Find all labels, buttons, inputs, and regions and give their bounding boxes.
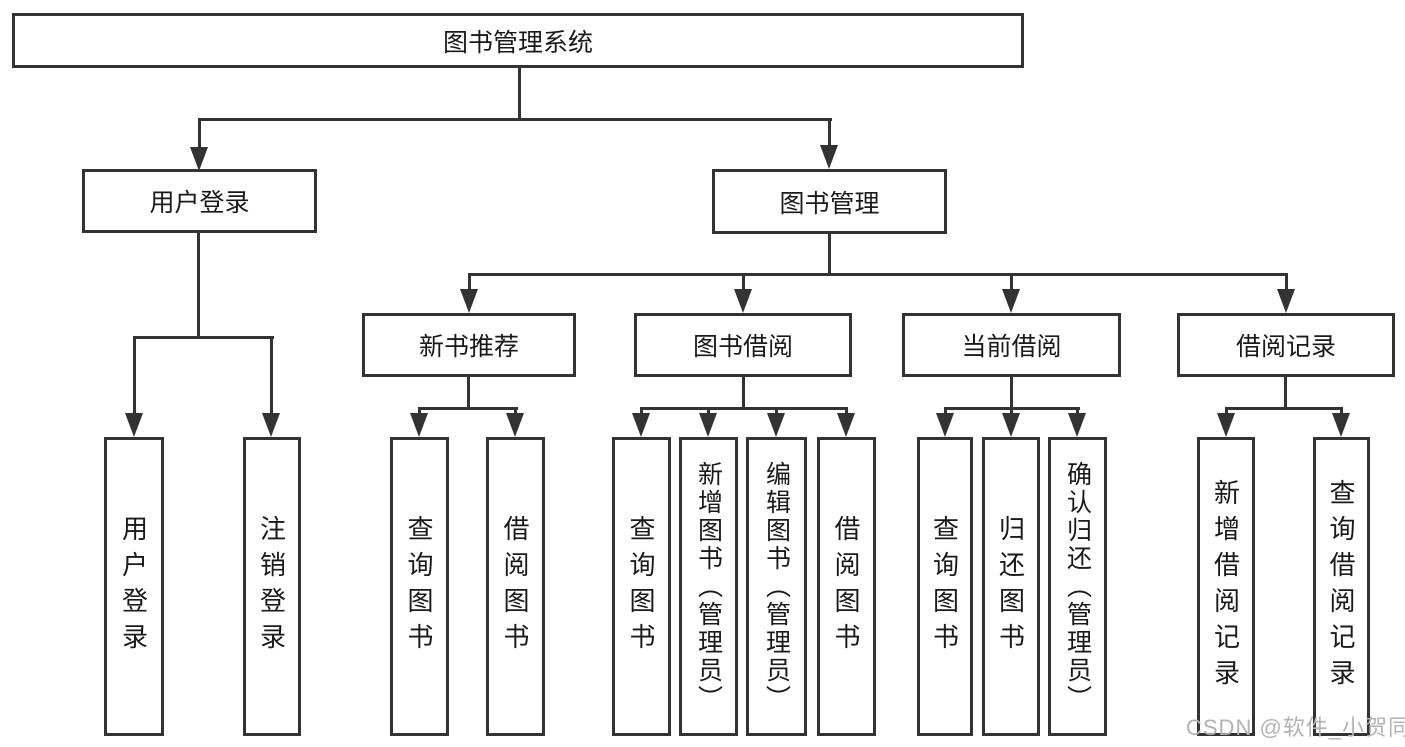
leaf-borrow-borrow-books: 借阅图书 <box>817 437 876 736</box>
arrowhead-down-icon <box>1332 413 1350 437</box>
arrowhead-down-icon <box>1002 413 1020 437</box>
leaf-borrow-edit-books-admin-label: 编辑图书（管理员） <box>762 460 791 713</box>
edge-drop-user-login <box>198 118 201 154</box>
arrowhead-down-icon <box>410 413 428 437</box>
edge-book-borrow-rail <box>640 407 848 410</box>
node-user-login-label: 用户登录 <box>149 189 250 217</box>
edge-user-login-stem <box>197 233 200 338</box>
node-library-system: 图书管理系统 <box>12 13 1024 68</box>
edge-user-login-rail <box>133 336 274 339</box>
arrowhead-down-icon <box>632 413 650 437</box>
node-user-login: 用户登录 <box>82 169 317 233</box>
leaf-logout-login-label: 注销登录 <box>256 514 287 659</box>
arrowhead-down-icon <box>262 413 280 437</box>
edge-drop-leaf <box>133 336 136 416</box>
arrowhead-down-icon <box>1002 289 1020 313</box>
leaf-current-confirm-return-admin: 确认归还（管理员） <box>1048 437 1107 736</box>
leaf-borrow-add-books-admin-label: 新增图书（管理员） <box>694 460 723 713</box>
leaf-record-add-borrow-record-label: 新增借阅记录 <box>1210 478 1241 695</box>
node-book-borrowing: 图书借阅 <box>634 313 852 377</box>
edge-drop-leaf <box>1340 407 1343 417</box>
leaf-current-return-books: 归还图书 <box>982 437 1040 736</box>
node-new-book-recommendation: 新书推荐 <box>362 313 576 377</box>
leaf-user-login-label: 用户登录 <box>118 514 149 659</box>
edge-drop-borrow-record <box>1285 273 1288 293</box>
edge-drop-leaf <box>514 407 517 417</box>
edge-drop-current-borrow <box>1010 273 1013 293</box>
arrowhead-down-icon <box>1277 289 1295 313</box>
edge-new-book-stem <box>467 377 470 409</box>
leaf-newbook-borrow-books: 借阅图书 <box>486 437 545 736</box>
leaf-record-add-borrow-record: 新增借阅记录 <box>1197 437 1255 736</box>
arrowhead-down-icon <box>837 413 855 437</box>
leaf-logout-login: 注销登录 <box>243 437 301 736</box>
leaf-borrow-query-books: 查询图书 <box>612 437 671 736</box>
edge-drop-leaf <box>944 407 947 417</box>
arrowhead-down-icon <box>506 413 524 437</box>
node-current-borrowing-label: 当前借阅 <box>961 333 1062 361</box>
leaf-borrow-query-books-label: 查询图书 <box>626 514 656 659</box>
node-book-borrowing-label: 图书借阅 <box>692 333 793 361</box>
edge-drop-leaf <box>775 407 778 417</box>
edge-drop-book-borrow <box>742 273 745 293</box>
leaf-record-query-borrow-record: 查询借阅记录 <box>1313 437 1370 736</box>
edge-new-book-rail <box>418 407 518 410</box>
node-borrowing-records-label: 借阅记录 <box>1235 333 1336 361</box>
leaf-user-login: 用户登录 <box>104 437 164 736</box>
edge-book-borrow-stem <box>742 377 745 409</box>
leaf-newbook-query-books: 查询图书 <box>390 437 449 736</box>
edge-drop-leaf <box>418 407 421 417</box>
node-current-borrowing: 当前借阅 <box>902 313 1121 377</box>
edge-borrow-record-rail <box>1225 407 1342 410</box>
edge-drop-leaf <box>707 407 710 417</box>
edge-drop-book-management <box>828 118 831 152</box>
leaf-current-query-books: 查询图书 <box>917 437 973 736</box>
arrowhead-down-icon <box>125 413 143 437</box>
node-book-management: 图书管理 <box>712 169 947 234</box>
edge-book-management-stem <box>828 234 831 275</box>
arrowhead-down-icon <box>1217 413 1235 437</box>
arrowhead-down-icon <box>734 289 752 313</box>
edge-borrow-record-stem <box>1284 377 1287 409</box>
edge-drop-leaf <box>270 336 273 416</box>
leaf-borrow-edit-books-admin: 编辑图书（管理员） <box>746 437 807 736</box>
leaf-borrow-borrow-books-label: 借阅图书 <box>831 514 861 659</box>
leaf-current-confirm-return-admin-label: 确认归还（管理员） <box>1063 460 1092 713</box>
arrowhead-down-icon <box>190 147 208 171</box>
csdn-watermark: CSDN @软件_小贺同学 <box>1186 715 1405 740</box>
edge-root-stem <box>518 68 521 120</box>
node-borrowing-records: 借阅记录 <box>1177 313 1395 377</box>
edge-current-borrow-stem <box>1010 377 1013 409</box>
leaf-record-query-borrow-record-label: 查询借阅记录 <box>1326 478 1356 695</box>
node-library-system-label: 图书管理系统 <box>442 28 593 57</box>
leaf-borrow-add-books-admin: 新增图书（管理员） <box>679 437 738 736</box>
leaf-current-query-books-label: 查询图书 <box>929 514 960 659</box>
edge-drop-leaf <box>1010 407 1013 417</box>
leaf-newbook-borrow-books-label: 借阅图书 <box>500 514 530 659</box>
edge-drop-leaf <box>1225 407 1228 417</box>
arrowhead-down-icon <box>460 289 478 313</box>
arrowhead-down-icon <box>699 413 717 437</box>
arrowhead-down-icon <box>1068 413 1086 437</box>
edge-book-management-rail <box>468 273 1287 276</box>
arrowhead-down-icon <box>936 413 954 437</box>
arrowhead-down-icon <box>820 145 838 169</box>
arrowhead-down-icon <box>767 413 785 437</box>
node-book-management-label: 图书管理 <box>779 189 880 218</box>
edge-drop-new-book <box>468 273 471 293</box>
edge-drop-leaf <box>845 407 848 417</box>
edge-drop-leaf <box>640 407 643 417</box>
edge-root-rail <box>198 118 832 121</box>
edge-drop-leaf <box>1076 407 1079 417</box>
leaf-current-return-books-label: 归还图书 <box>995 514 1026 659</box>
leaf-newbook-query-books-label: 查询图书 <box>404 514 434 659</box>
node-new-book-recommendation-label: 新书推荐 <box>418 333 519 361</box>
